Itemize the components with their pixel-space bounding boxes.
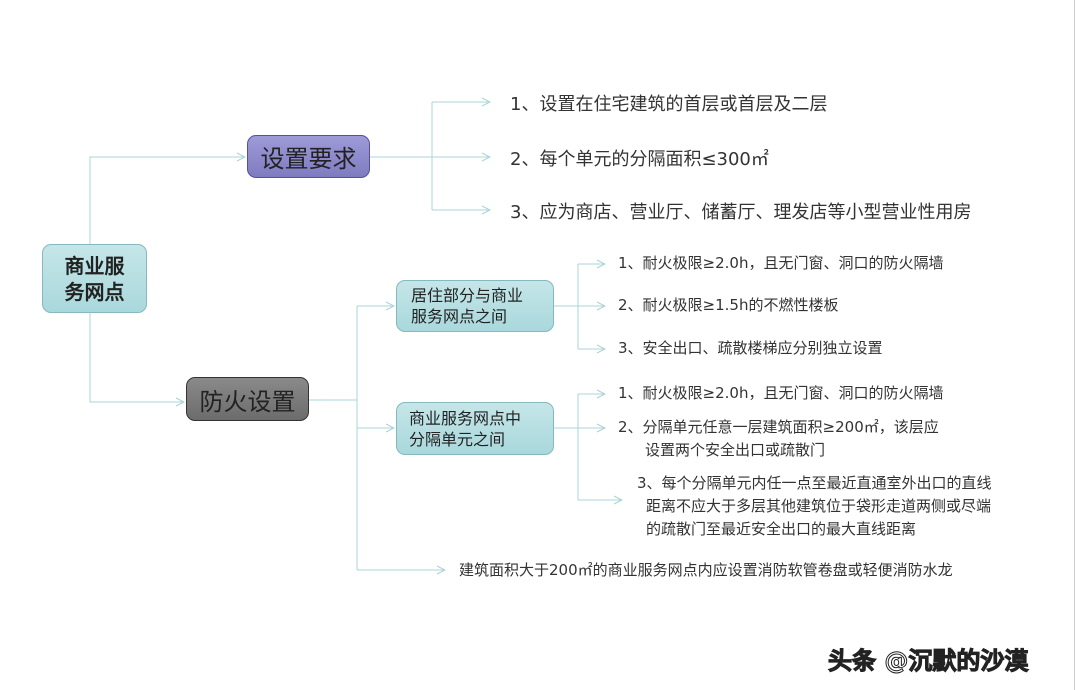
group-a-item-3: 3、安全出口、疏散楼梯应分别独立设置 [618,339,883,357]
setup-node: 设置要求 [247,135,370,178]
group-a-item-2: 2、耐火极限≥1.5h的不燃性楼板 [618,296,839,314]
group-b-line2: 分隔单元之间 [409,429,506,449]
right-border [1074,0,1075,690]
connector-root-setup [89,157,245,244]
watermark: 头条 @沉默的沙漠 [827,647,1029,676]
group-b-item-2-line2: 设置两个安全出口或疏散门 [645,441,826,459]
group-b-item-3-line3: 的疏散门至最近安全出口的最大直线距离 [646,520,917,538]
setup-item-1: 1、设置在住宅建筑的首层或首层及二层 [510,94,828,115]
group-b-line1: 商业服务网点中 [409,408,522,428]
group-b-node: 商业服务网点中 分隔单元之间 [396,402,554,455]
root-label-line1: 商业服 [64,253,125,278]
group-a-node: 居住部分与商业 服务网点之间 [396,280,554,332]
fire-node: 防火设置 [186,377,309,421]
fire-label: 防火设置 [199,387,296,416]
connector-root-fire [89,313,184,402]
group-a-line2: 服务网点之间 [411,307,508,326]
setup-label: 设置要求 [260,145,357,173]
group-b-item-2-line1: 2、分隔单元任意一层建筑面积≥200㎡，该层应 [618,418,939,436]
group-b-item-3-line2: 距离不应大于多层其他建筑位于袋形走道两侧或尽端 [646,497,992,515]
group-a-line1: 居住部分与商业 [411,286,524,305]
fire-extra-item: 建筑面积大于200㎡的商业服务网点内应设置消防软管卷盘或轻便消防水龙 [459,561,953,579]
group-b-item-3-line1: 3、每个分隔单元内任一点至最近直通室外出口的直线 [637,474,992,492]
root-node: 商业服 务网点 [42,244,147,313]
group-b-item-1: 1、耐火极限≥2.0h，且无门窗、洞口的防火隔墙 [618,384,944,402]
root-label-line2: 务网点 [64,279,125,304]
group-a-item-1: 1、耐火极限≥2.0h，且无门窗、洞口的防火隔墙 [618,254,944,272]
setup-item-3: 3、应为商店、营业厅、储蓄厅、理发店等小型营业性用房 [510,202,972,223]
setup-item-2: 2、每个单元的分隔面积≤300㎡ [510,149,769,170]
